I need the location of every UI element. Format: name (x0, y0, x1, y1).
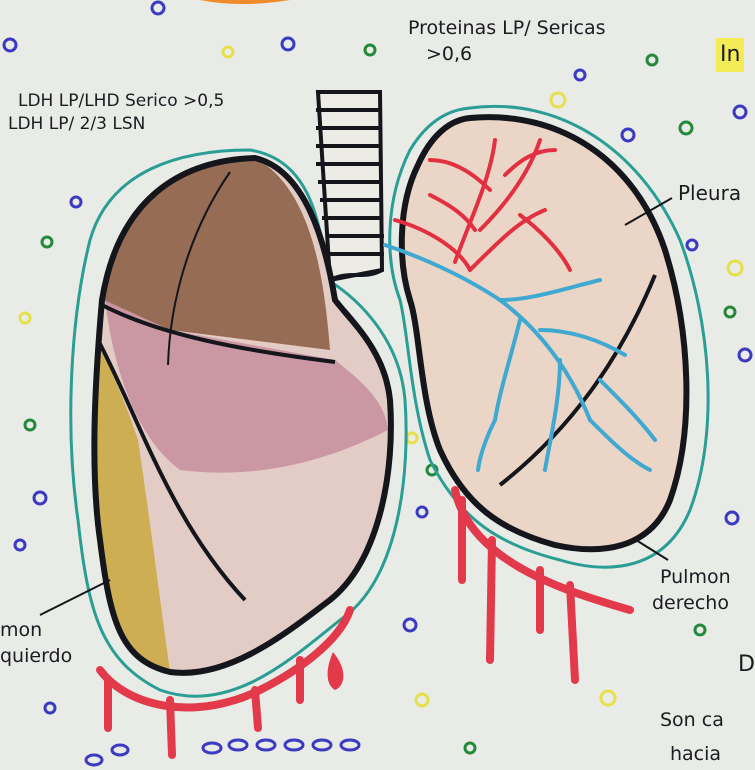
heading-fragment: In (716, 38, 744, 72)
pleura-label: Pleura (678, 180, 741, 207)
left-lung-label: mon quierdo (0, 618, 72, 669)
body-text-fragment-2: hacia (670, 742, 721, 768)
proteins-line-1: Proteinas LP/ Sericas (408, 16, 606, 42)
left-lung-line-1: mon (0, 618, 72, 644)
ldh-line-1: LDH LP/LHD Serico >0,5 (18, 90, 224, 113)
right-lung-icon (385, 117, 686, 549)
right-lung-label: Pulmon derecho (660, 565, 731, 616)
body-text-fragment-1: Son ca (660, 708, 724, 734)
ldh-label: LDH LP/LHD Serico >0,5 LDH LP/ 2/3 LSN (18, 90, 224, 136)
subheading-fragment: D (738, 650, 755, 680)
orange-smudge (200, 0, 290, 4)
proteins-line-2: >0,6 (426, 42, 606, 68)
right-lung-line-1: Pulmon (660, 565, 731, 591)
proteins-label: Proteinas LP/ Sericas >0,6 (408, 16, 606, 67)
ldh-line-2: LDH LP/ 2/3 LSN (8, 113, 224, 136)
blood-drop (328, 652, 344, 690)
left-lung-leader-line (40, 580, 110, 615)
left-lung-line-2: quierdo (0, 644, 72, 670)
right-lung-line-2: derecho (652, 591, 731, 617)
